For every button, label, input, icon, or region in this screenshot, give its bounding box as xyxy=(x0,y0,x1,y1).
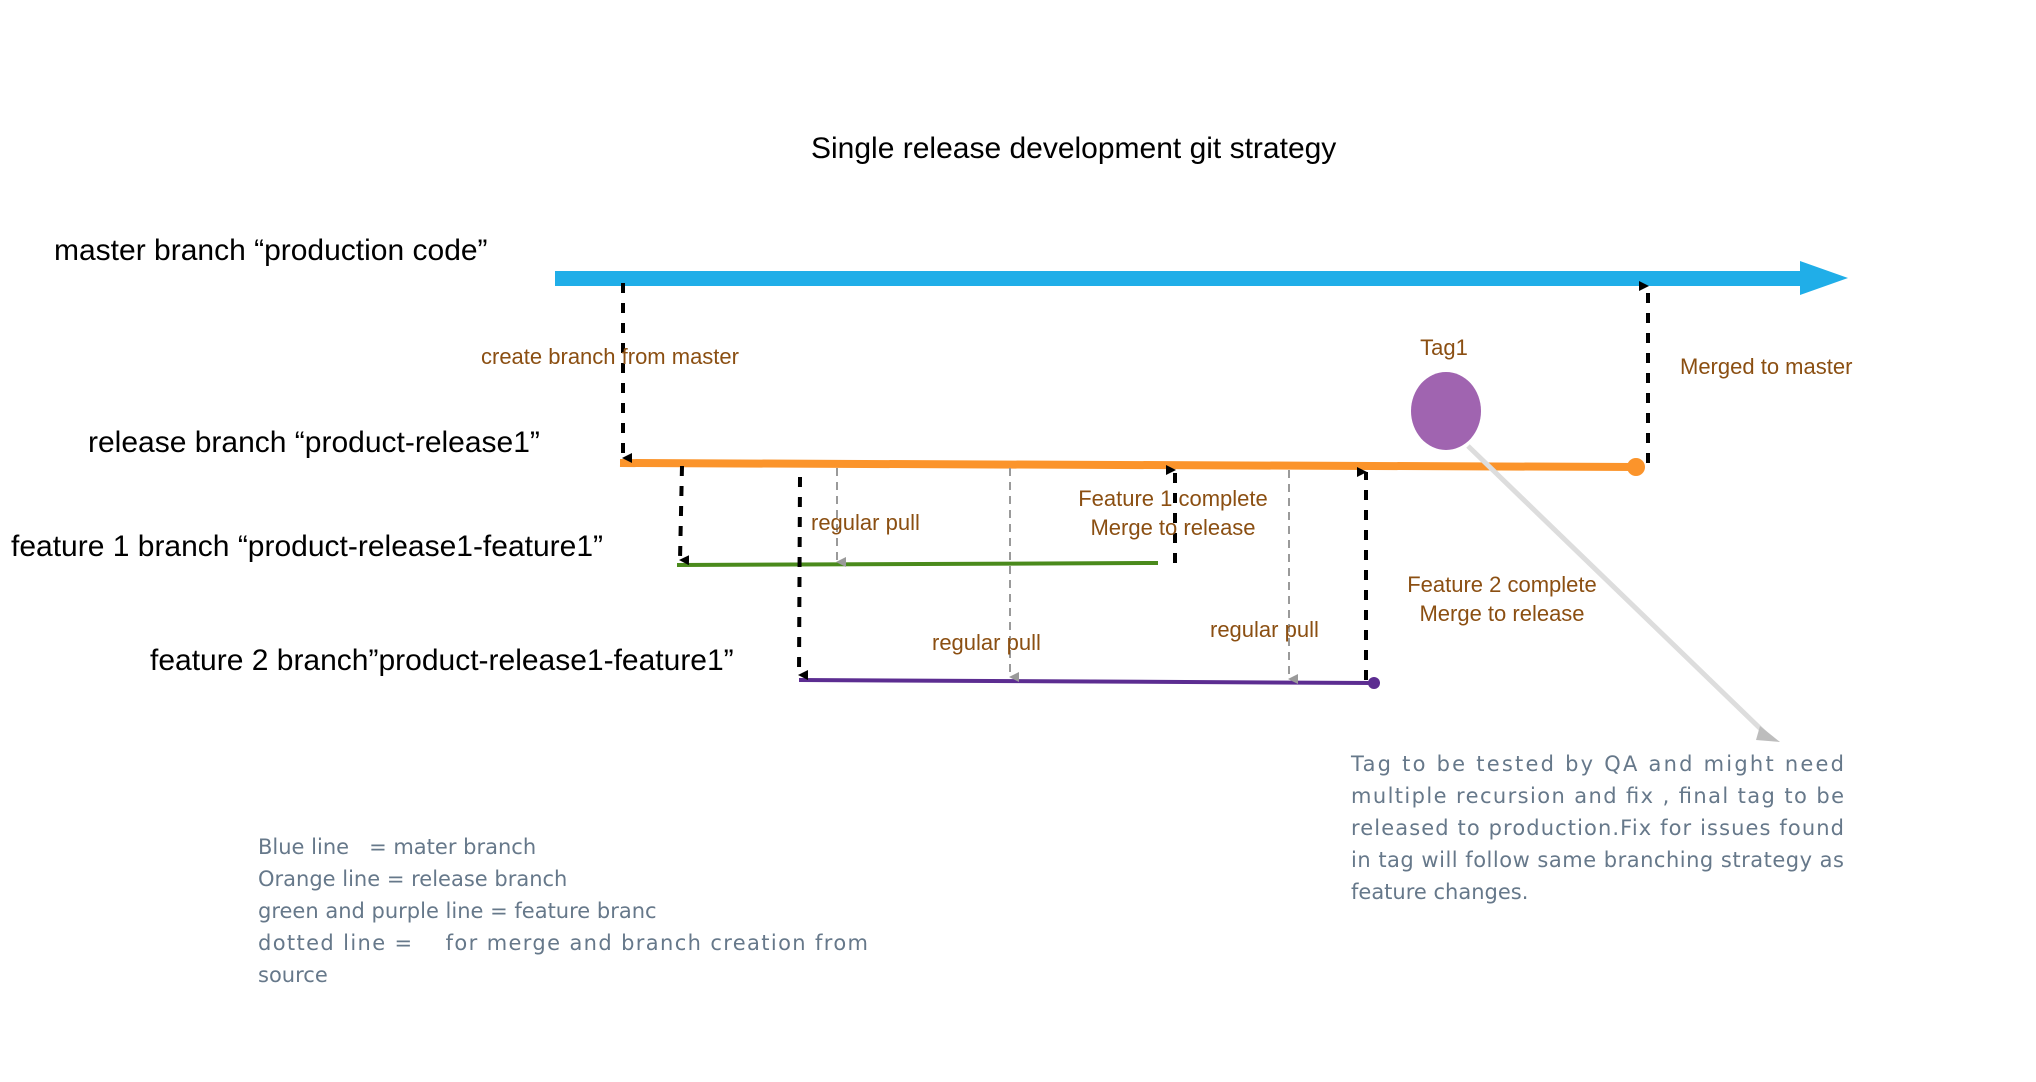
release-end-dot xyxy=(1627,458,1645,476)
feature2-complete-line1: Feature 2 complete xyxy=(1407,572,1597,597)
tag-note-line: released to production.Fix for issues fo… xyxy=(1351,816,1844,840)
feature2-branch-line xyxy=(798,677,1380,689)
tag-callout-line xyxy=(1466,444,1772,740)
regular-pull-annotation-1: regular pull xyxy=(811,510,920,535)
tag-note: Tag to be tested by QA and might need mu… xyxy=(1350,752,1844,904)
feature1-complete-line1: Feature 1 complete xyxy=(1078,486,1268,511)
legend-item: green and purple line = feature branc xyxy=(258,899,657,923)
master-branch-line xyxy=(555,261,1848,295)
diagram-title: Single release development git strategy xyxy=(811,132,1336,165)
feature2-end-dot xyxy=(1368,677,1380,689)
create-feature1-arrow xyxy=(678,465,690,566)
legend-item: source xyxy=(258,963,328,987)
legend-item: dotted line = for merge and branch creat… xyxy=(258,931,868,955)
release-branch-label: release branch “product-release1” xyxy=(88,426,540,459)
master-arrow-head-icon xyxy=(1800,261,1848,295)
create-feature2-arrow xyxy=(797,476,809,681)
regular-pull-annotation-2: regular pull xyxy=(932,630,1041,655)
merged-to-master-annotation: Merged to master xyxy=(1680,354,1852,379)
tag-note-line: feature changes. xyxy=(1351,880,1528,904)
feature1-complete-line2: Merge to release xyxy=(1090,515,1255,540)
create-branch-annotation: create branch from master xyxy=(481,344,739,369)
tag-marker-icon xyxy=(1411,372,1481,450)
tag-note-line: in tag will follow same branching strate… xyxy=(1351,848,1844,872)
tag-label: Tag1 xyxy=(1420,335,1468,360)
feature2-branch-label: feature 2 branch”product-release1-featur… xyxy=(150,644,734,677)
feature1-branch-label: feature 1 branch “product-release1-featu… xyxy=(11,530,603,563)
tag-note-line: Tag to be tested by QA and might need xyxy=(1350,752,1844,776)
feature2-complete-line2: Merge to release xyxy=(1419,601,1584,626)
legend-item: Blue line = mater branch xyxy=(258,835,536,859)
feature1-branch-line xyxy=(676,561,1159,567)
master-branch-label: master branch “production code” xyxy=(54,234,488,267)
tag-note-line: multiple recursion and fix , final tag t… xyxy=(1351,784,1844,808)
regular-pull-annotation-3: regular pull xyxy=(1210,617,1319,642)
legend: Blue line = mater branch Orange line = r… xyxy=(258,835,868,987)
callout-arrow-head-icon xyxy=(1756,726,1780,742)
release-branch-line xyxy=(619,458,1645,476)
legend-item: Orange line = release branch xyxy=(258,867,567,891)
